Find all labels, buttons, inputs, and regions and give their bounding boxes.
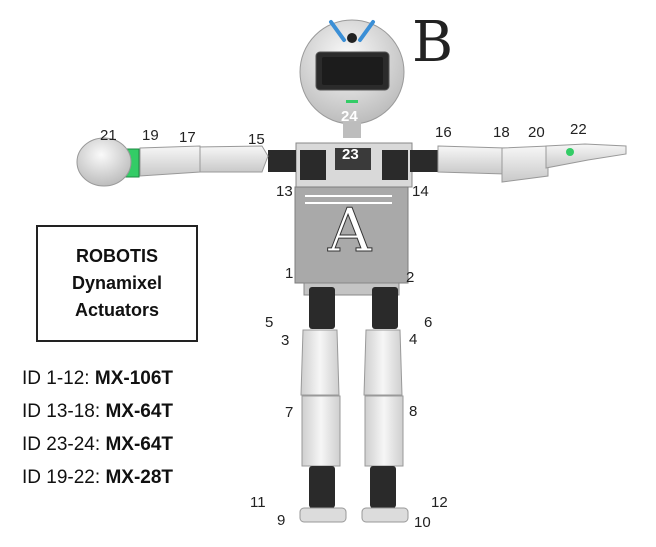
servo-id-7: 7 <box>285 404 294 421</box>
servo-id-1: 1 <box>285 265 294 282</box>
servo-id-21: 21 <box>100 127 117 144</box>
legend-ids: ID 23-24: <box>22 434 106 455</box>
legend-model: MX-64T <box>105 434 174 455</box>
actuators-title-box: ROBOTIS Dynamixel Actuators <box>36 225 198 342</box>
title-line-2: Dynamixel <box>71 273 163 293</box>
servo-id-8: 8 <box>409 403 418 420</box>
legend-row: ID 19-22: MX-28T <box>22 461 173 494</box>
servo-id-19: 19 <box>142 127 159 144</box>
head-letter: B <box>412 10 454 75</box>
servo-id-2: 2 <box>406 269 415 286</box>
servo-id-6: 6 <box>424 314 433 331</box>
robot-right-arm <box>410 143 627 183</box>
servo-id-3: 3 <box>281 332 290 349</box>
servo-id-10: 10 <box>414 514 431 531</box>
legend-ids: ID 13-18: <box>22 401 106 422</box>
title-line-1: ROBOTIS <box>75 246 158 266</box>
servo-id-23: 23 <box>342 146 359 163</box>
servo-id-18: 18 <box>493 124 510 141</box>
robot-torso <box>294 142 413 296</box>
legend-row: ID 1-12: MX-106T <box>22 362 173 395</box>
servo-id-17: 17 <box>179 129 196 146</box>
servo-model-legend: ID 1-12: MX-106T ID 13-18: MX-64T ID 23-… <box>22 362 173 494</box>
legend-ids: ID 19-22: <box>22 467 106 488</box>
robot-head <box>299 19 405 138</box>
servo-id-20: 20 <box>528 124 545 141</box>
robot-legs <box>299 287 409 523</box>
legend-row: ID 23-24: MX-64T <box>22 428 173 461</box>
servo-id-11: 11 <box>250 494 266 511</box>
servo-id-16: 16 <box>435 124 452 141</box>
legend-model: MX-28T <box>105 467 174 488</box>
torso-letter: A <box>327 196 372 267</box>
robot-left-arm <box>76 137 296 187</box>
title-line-3: Actuators <box>74 300 159 320</box>
legend-ids: ID 1-12: <box>22 368 95 389</box>
servo-id-14: 14 <box>412 183 429 200</box>
servo-id-4: 4 <box>409 331 418 348</box>
servo-id-9: 9 <box>277 512 286 529</box>
servo-id-13: 13 <box>276 183 293 200</box>
servo-id-22: 22 <box>570 121 587 138</box>
legend-row: ID 13-18: MX-64T <box>22 395 173 428</box>
servo-id-5: 5 <box>265 314 274 331</box>
servo-id-15: 15 <box>248 131 265 148</box>
servo-id-24: 24 <box>341 108 358 125</box>
legend-model: MX-64T <box>105 401 174 422</box>
servo-id-12: 12 <box>431 494 448 511</box>
legend-model: MX-106T <box>94 368 174 389</box>
